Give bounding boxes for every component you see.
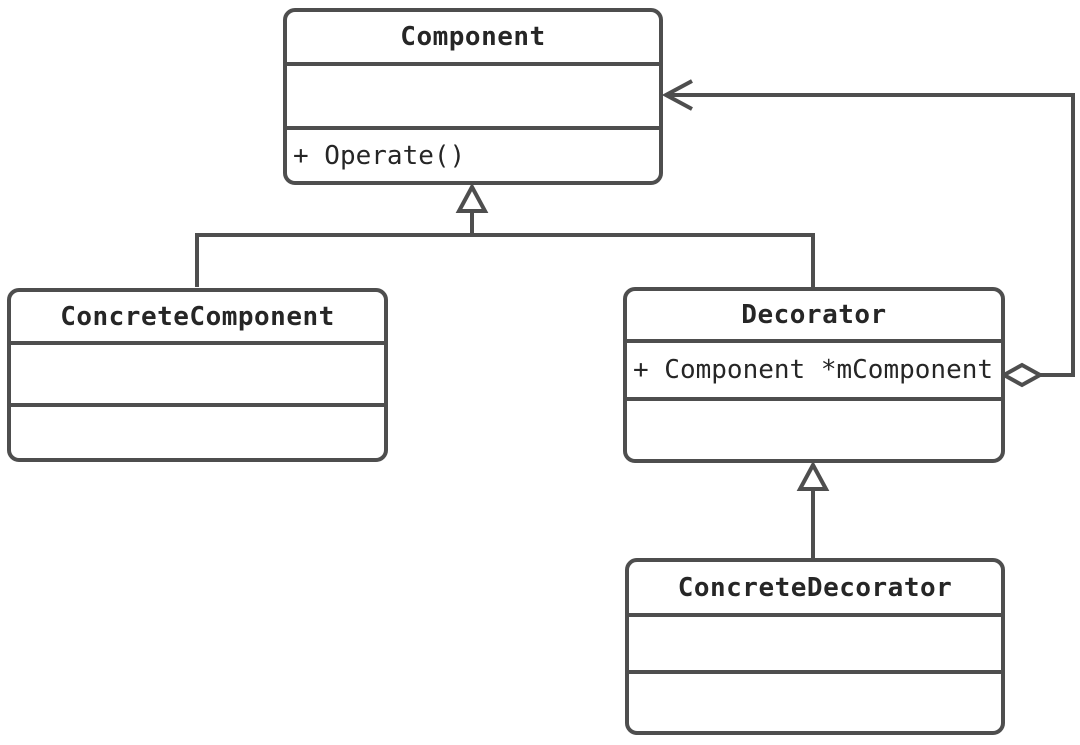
inheritance-triangle-icon — [796, 460, 830, 491]
methods-section — [11, 403, 384, 458]
methods-section: + Operate() — [287, 126, 659, 181]
inheritance-triangle-icon — [455, 182, 489, 213]
generalization-junction-line — [195, 233, 815, 287]
attributes-section — [629, 613, 1001, 670]
methods-section — [629, 670, 1001, 731]
class-title: ConcreteDecorator — [677, 572, 953, 603]
class-title: ConcreteComponent — [60, 301, 335, 332]
class-title: Component — [400, 22, 546, 52]
attributes-section — [11, 341, 384, 403]
open-arrowhead-icon — [661, 79, 693, 111]
methods-section — [627, 397, 1001, 459]
attributes-section: + Component *mComponent — [627, 339, 1001, 397]
class-box-concrete-decorator: ConcreteDecorator — [625, 558, 1005, 735]
class-box-concrete-component: ConcreteComponent — [7, 288, 388, 462]
class-title: Decorator — [741, 300, 887, 330]
class-box-decorator: Decorator + Component *mComponent — [623, 287, 1005, 463]
attributes-section — [287, 62, 659, 126]
aggregation-diamond-icon — [999, 362, 1045, 388]
class-box-component: Component + Operate() — [283, 8, 663, 185]
